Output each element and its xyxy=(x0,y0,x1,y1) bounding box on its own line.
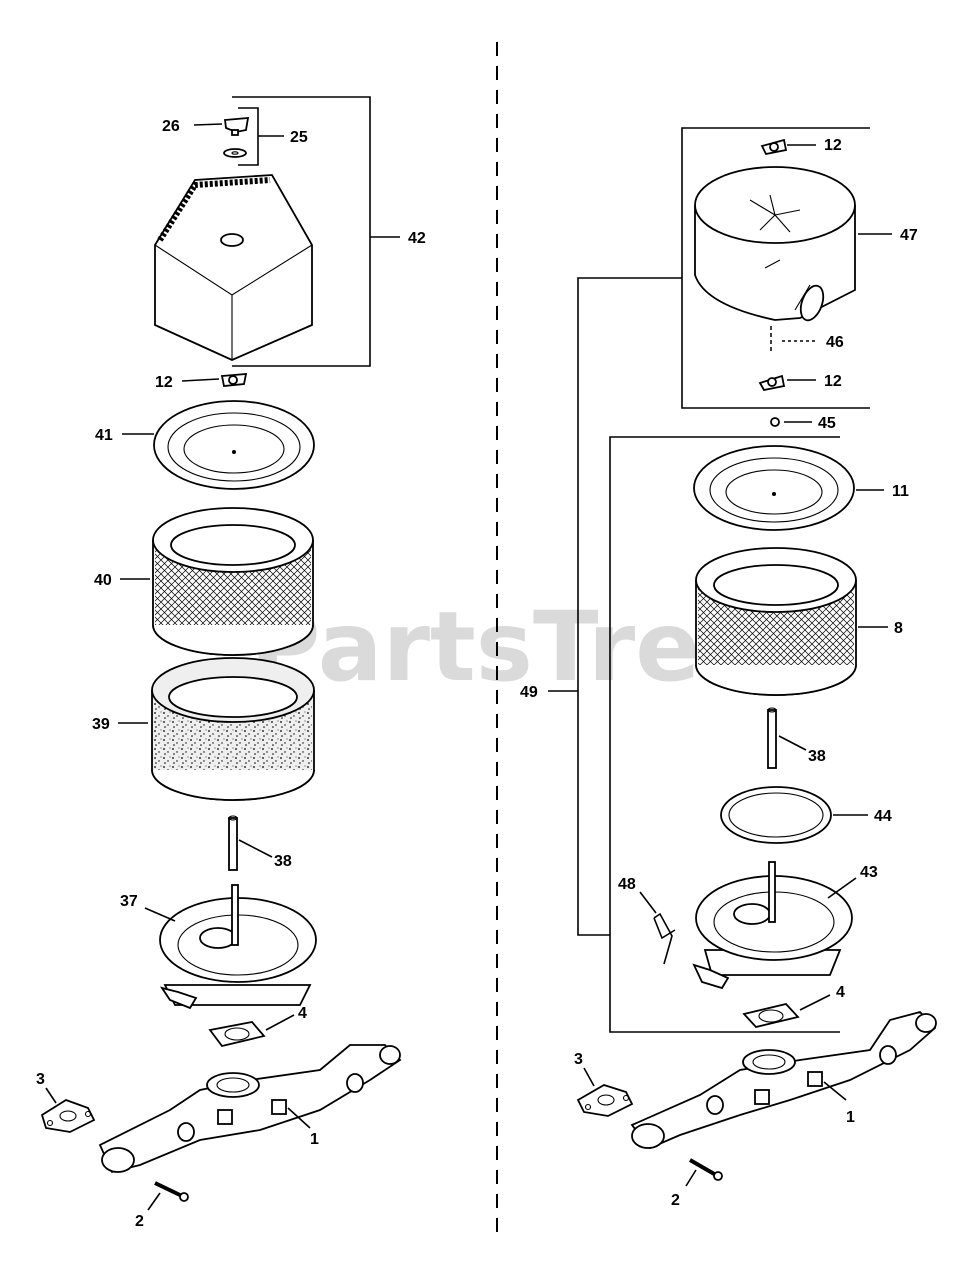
wing-nut-12-right-bottom xyxy=(758,374,786,392)
label-44: 44 xyxy=(874,808,892,825)
wing-nut-12-left xyxy=(220,373,248,387)
label-43: 43 xyxy=(860,864,878,881)
filter-element-8 xyxy=(695,547,857,696)
gasket-ring-44 xyxy=(720,786,832,844)
base-plate-43 xyxy=(692,861,853,990)
gasket-4-left xyxy=(208,1021,266,1048)
precleaner-39 xyxy=(151,657,315,801)
gasket-3-right xyxy=(576,1084,634,1117)
label-25: 25 xyxy=(290,129,308,146)
bracket-47 xyxy=(681,127,870,409)
washer-25 xyxy=(223,148,247,158)
air-cleaner-cover-42 xyxy=(154,174,313,361)
bracket-49 xyxy=(577,277,682,936)
label-2-right: 2 xyxy=(671,1192,680,1209)
label-40: 40 xyxy=(94,572,112,589)
cover-47 xyxy=(694,166,856,322)
label-26: 26 xyxy=(162,118,180,135)
label-39: 39 xyxy=(92,716,110,733)
bracket-42 xyxy=(232,96,371,367)
label-45: 45 xyxy=(818,415,836,432)
label-8: 8 xyxy=(894,620,903,637)
filter-cover-11 xyxy=(693,445,855,531)
label-11: 11 xyxy=(892,483,909,500)
intake-manifold-1-left xyxy=(98,1044,402,1174)
label-49: 49 xyxy=(520,684,538,701)
gasket-4-right xyxy=(742,1003,800,1028)
label-4-left: 4 xyxy=(298,1005,307,1022)
screw-2-left xyxy=(154,1181,189,1202)
screw-2-right xyxy=(689,1158,723,1181)
label-47: 47 xyxy=(900,227,918,244)
label-12-left: 12 xyxy=(155,374,173,391)
stud-38-left xyxy=(228,815,238,871)
clip-48 xyxy=(653,912,676,965)
label-38-right: 38 xyxy=(808,748,826,765)
left-assembly: 26 25 42 12 41 40 39 38 37 4 3 1 2 xyxy=(36,96,426,1230)
label-3-left: 3 xyxy=(36,1071,45,1088)
label-42: 42 xyxy=(408,230,426,247)
gasket-3-left xyxy=(40,1099,96,1133)
intake-manifold-1-right xyxy=(630,1010,937,1150)
nut-45 xyxy=(770,417,780,427)
wing-nut-26 xyxy=(223,117,250,136)
base-plate-37 xyxy=(159,884,317,1010)
label-12-right-top: 12 xyxy=(824,137,842,154)
bracket-43-group xyxy=(609,436,840,1033)
label-46: 46 xyxy=(826,334,844,351)
filter-cover-41 xyxy=(153,400,315,490)
label-48: 48 xyxy=(618,876,636,893)
label-37: 37 xyxy=(120,893,138,910)
label-3-right: 3 xyxy=(574,1051,583,1068)
label-38-left: 38 xyxy=(274,853,292,870)
stud-38-right xyxy=(767,707,777,769)
label-41: 41 xyxy=(95,427,113,444)
filter-element-40 xyxy=(152,507,314,656)
right-assembly: 12 47 46 12 45 11 8 49 38 44 43 48 4 3 1… xyxy=(520,127,937,1209)
label-2-left: 2 xyxy=(135,1213,144,1230)
watermark-text: PartsTree xyxy=(250,591,765,703)
label-1-right: 1 xyxy=(846,1109,855,1126)
label-12-right-bottom: 12 xyxy=(824,373,842,390)
label-1-left: 1 xyxy=(310,1131,319,1148)
label-4-right: 4 xyxy=(836,984,845,1001)
wing-nut-12-right-top xyxy=(760,138,788,156)
